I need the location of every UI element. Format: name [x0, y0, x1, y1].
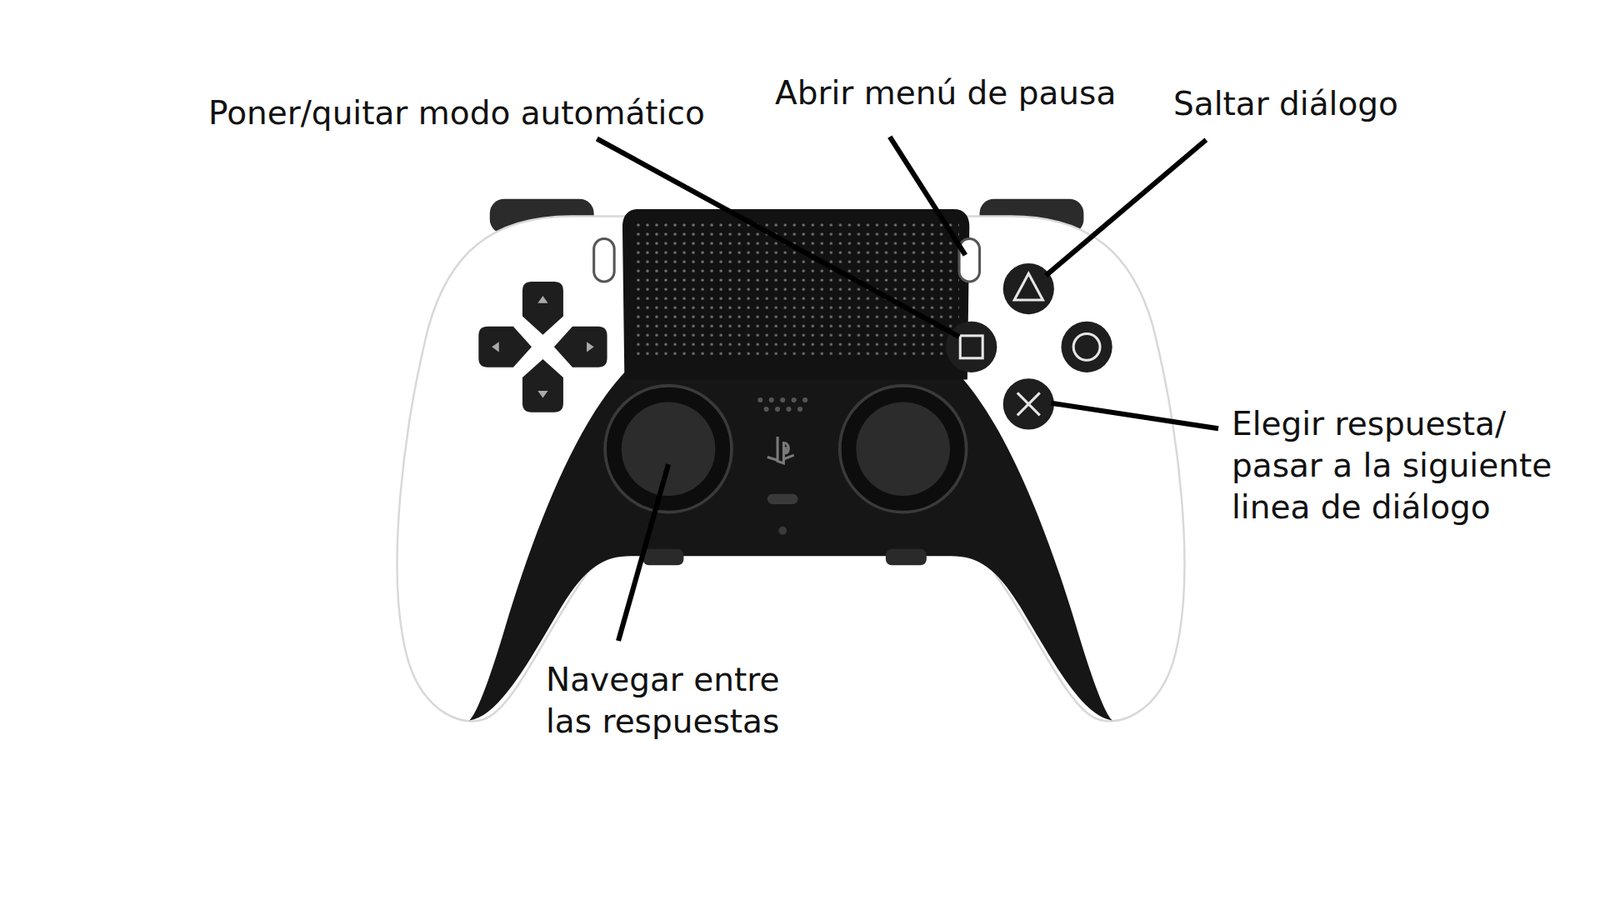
back-button [885, 549, 927, 566]
create-button [594, 239, 615, 282]
speaker-hole [775, 406, 780, 412]
callout-label: Abrir menú de pausa [775, 72, 1116, 115]
speaker-hole [797, 406, 803, 412]
square-symbol [960, 335, 983, 359]
triangle-button [1003, 263, 1055, 315]
arrow-icon [586, 341, 595, 352]
callout-label: Poner/quitar modo automático [208, 92, 705, 135]
dpad-right [554, 326, 608, 368]
square-button [945, 321, 997, 373]
leader-line [618, 464, 669, 641]
dpad-down [522, 359, 564, 413]
mic-hole [778, 526, 787, 535]
triangle-symbol [1014, 273, 1043, 300]
speaker-hole [791, 397, 797, 403]
speaker-hole [802, 397, 808, 403]
speaker-hole [764, 406, 770, 412]
arrow-icon [537, 390, 548, 399]
stick-cap [855, 401, 950, 496]
speaker-hole [785, 406, 791, 412]
callout-label: Elegir respuesta/ pasar a la siguiente l… [1231, 403, 1582, 529]
fn-button [767, 494, 799, 505]
options-button [959, 239, 980, 282]
leader-line [1050, 403, 1219, 430]
touchpad-texture [632, 222, 960, 355]
cross-button [1003, 378, 1055, 430]
circle-symbol [1073, 333, 1100, 360]
touchpad [622, 209, 970, 380]
callout-label: Saltar diálogo [1173, 83, 1399, 125]
d-pad [478, 281, 607, 413]
speaker-grille [757, 397, 808, 412]
callout-label: Navegar entre las respuestas [545, 659, 796, 743]
arrow-icon [537, 295, 548, 304]
arrow-icon [491, 341, 500, 352]
dpad-up [522, 281, 564, 335]
cross-symbol [1017, 392, 1040, 415]
dpad-arrows [491, 295, 594, 398]
speaker-hole [769, 397, 775, 403]
ps-logo [767, 436, 795, 464]
circle-button [1060, 321, 1112, 373]
stick-ring [605, 385, 732, 513]
leader-lines [596, 136, 1219, 641]
leader-line [596, 139, 960, 338]
stick-ring [840, 385, 967, 513]
dpad-left [478, 326, 532, 368]
leader-line [890, 136, 966, 255]
controller-body [397, 216, 1185, 722]
stick-cap [621, 401, 716, 496]
speaker-hole [780, 397, 785, 403]
speaker-hole [757, 397, 763, 403]
controller [397, 136, 1219, 721]
leader-line [1045, 140, 1206, 276]
back-button [642, 549, 684, 566]
